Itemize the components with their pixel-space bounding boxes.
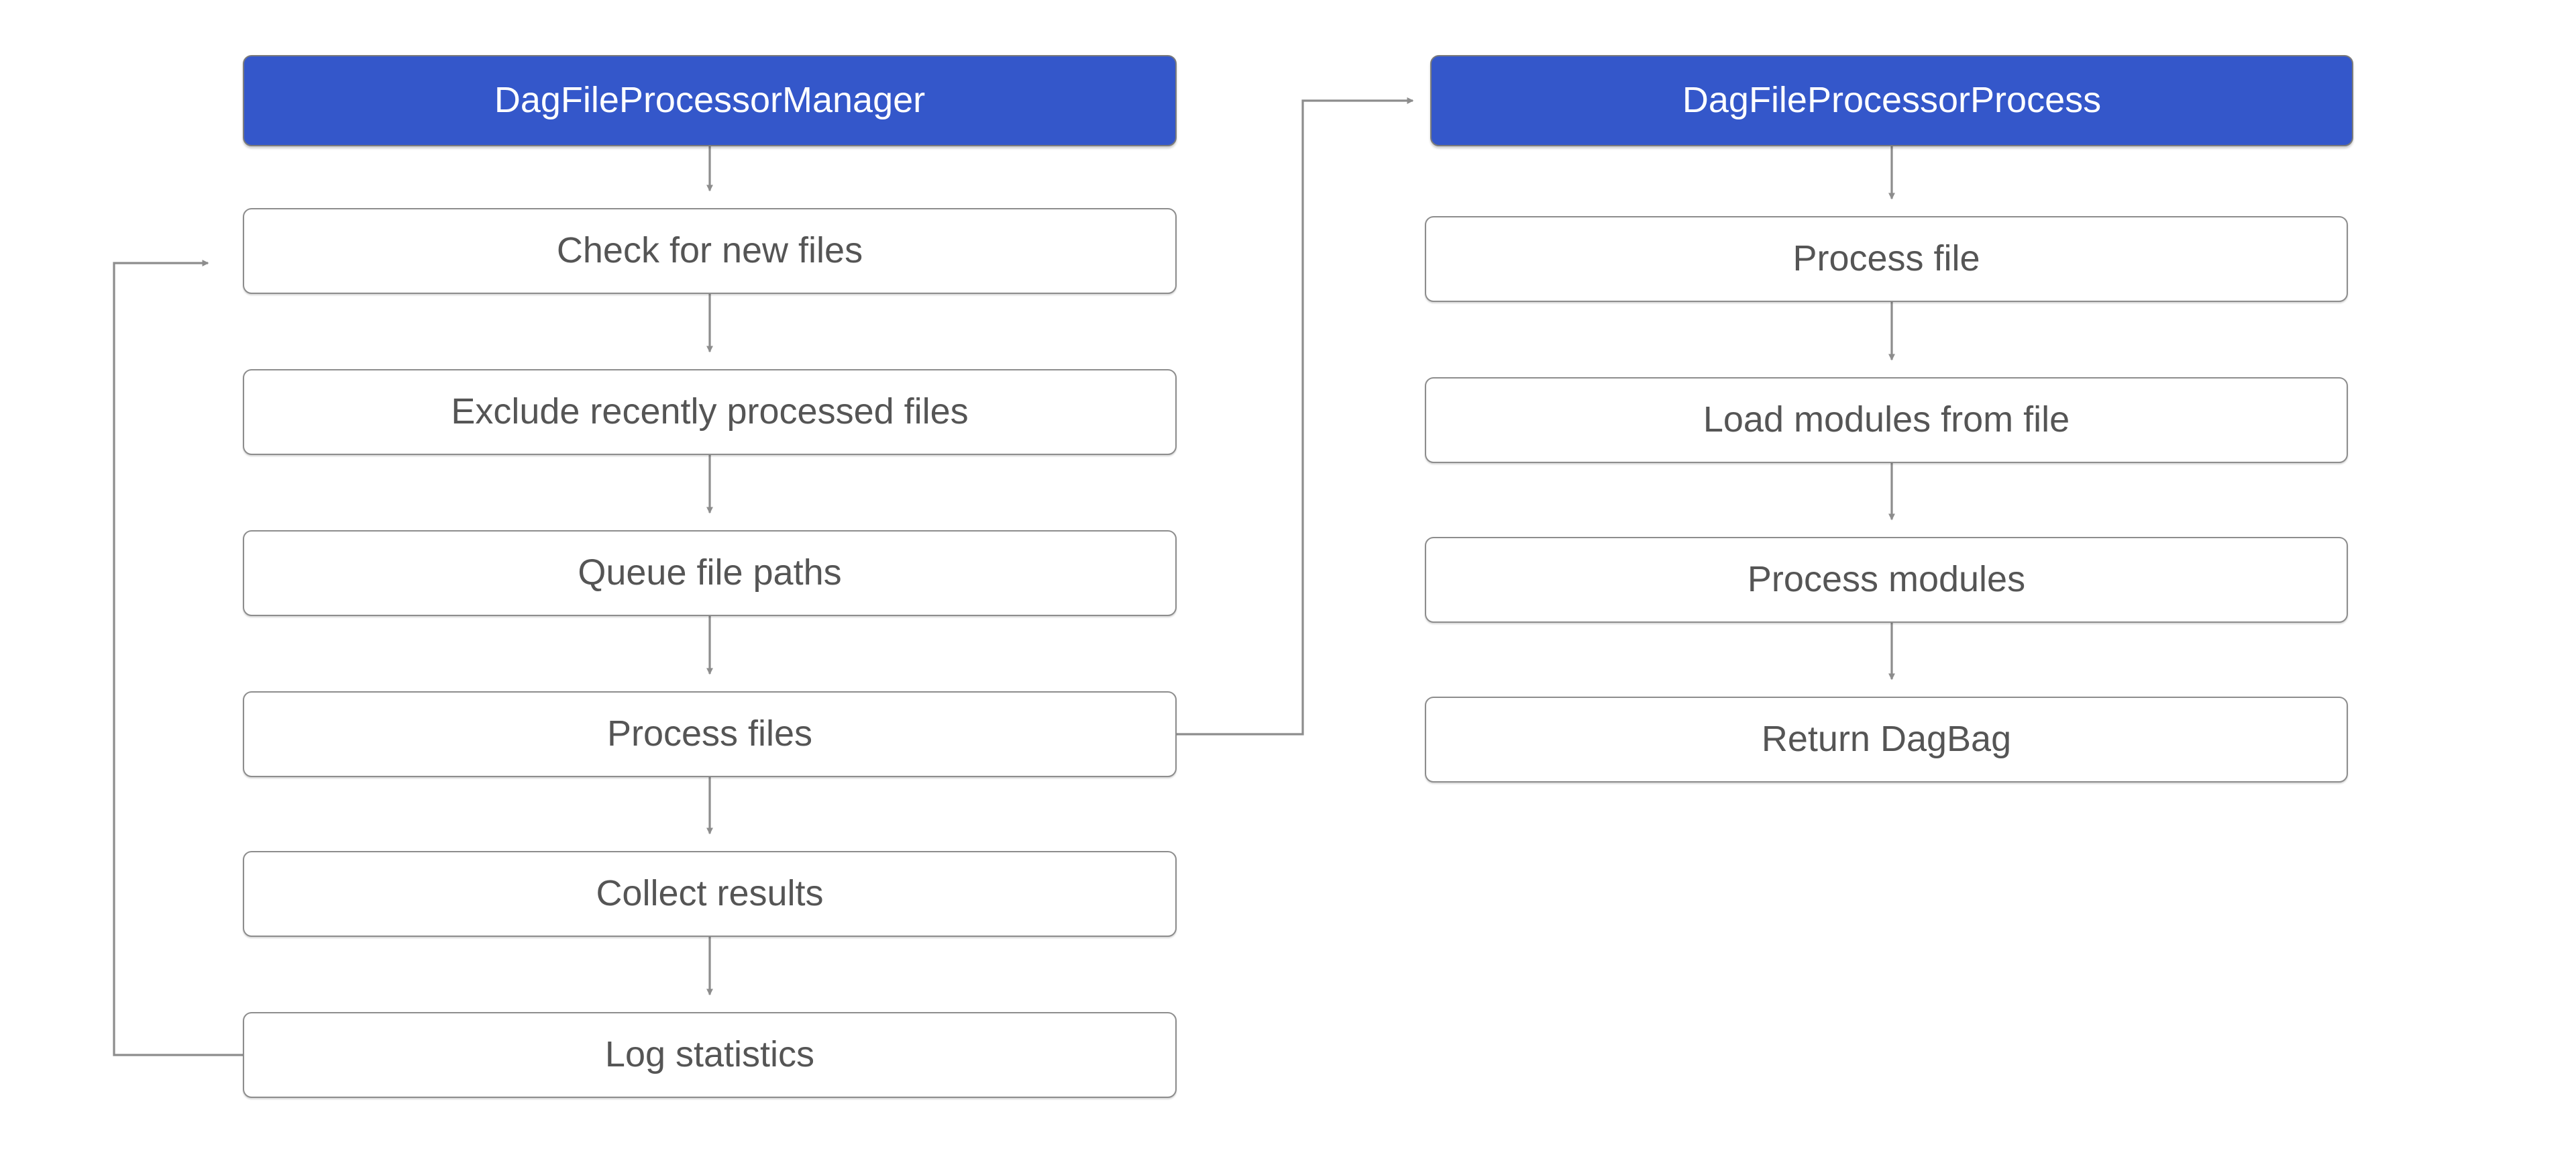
node-label: Load modules from file xyxy=(1703,399,2070,440)
edge-log-loopback-to-check xyxy=(113,260,243,1056)
node-label: Process file xyxy=(1792,238,1980,279)
node-log-statistics[interactable]: Log statistics xyxy=(243,1012,1177,1098)
node-process-modules[interactable]: Process modules xyxy=(1425,537,2348,623)
node-dag-file-processor-process[interactable]: DagFileProcessorProcess xyxy=(1430,55,2353,146)
node-label: Queue file paths xyxy=(578,552,842,593)
node-process-file[interactable]: Process file xyxy=(1425,216,2348,302)
node-label: Return DagBag xyxy=(1761,719,2012,760)
node-process-files[interactable]: Process files xyxy=(243,691,1177,777)
node-label: DagFileProcessorManager xyxy=(494,80,926,121)
node-return-dagbag[interactable]: Return DagBag xyxy=(1425,697,2348,783)
node-collect-results[interactable]: Collect results xyxy=(243,851,1177,937)
node-label: Process files xyxy=(606,713,813,754)
node-label: DagFileProcessorProcess xyxy=(1682,80,2102,121)
node-label: Collect results xyxy=(596,873,824,914)
node-dag-file-processor-manager[interactable]: DagFileProcessorManager xyxy=(243,55,1177,146)
node-load-modules-from-file[interactable]: Load modules from file xyxy=(1425,377,2348,463)
node-label: Check for new files xyxy=(556,230,863,271)
node-label: Log statistics xyxy=(604,1034,815,1075)
node-check-for-new-files[interactable]: Check for new files xyxy=(243,208,1177,294)
node-exclude-recently-processed-files[interactable]: Exclude recently processed files xyxy=(243,369,1177,455)
edge-process-files-to-processor-process xyxy=(1177,97,1414,736)
node-label: Exclude recently processed files xyxy=(451,391,969,432)
node-label: Process modules xyxy=(1747,559,2026,600)
node-queue-file-paths[interactable]: Queue file paths xyxy=(243,530,1177,616)
